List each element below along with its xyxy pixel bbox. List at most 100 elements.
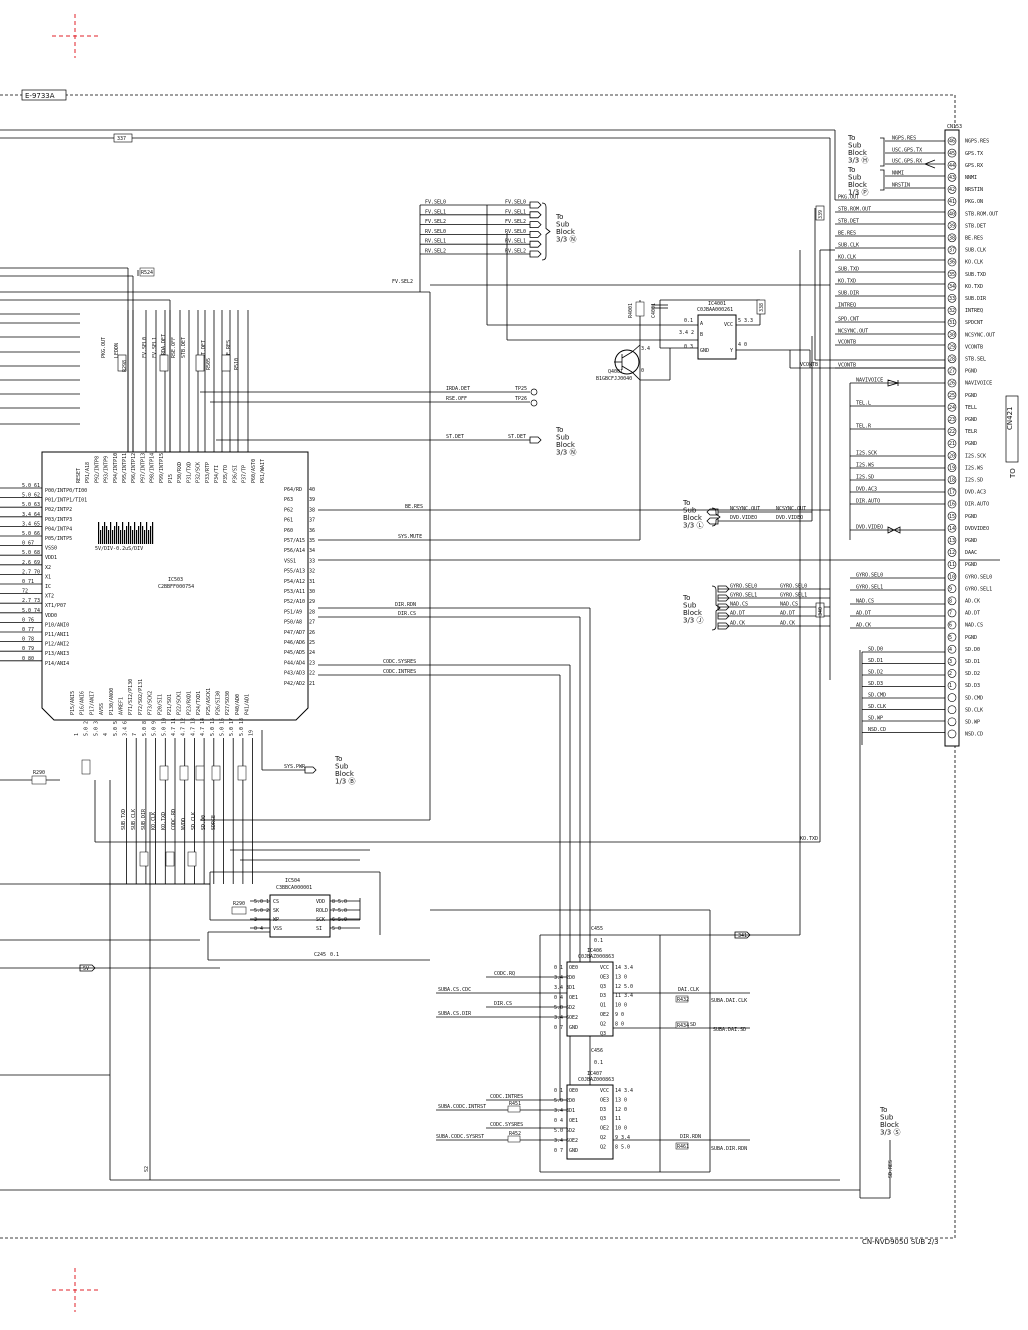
ic503-top-pin-label: P96/INTP12 — [131, 453, 137, 483]
ic503-top-pin-label: P34/TI — [214, 465, 220, 483]
suba-dai-clk-label: SUBA.DAI.CLK — [711, 998, 747, 1004]
ic504-left-pin: SK — [273, 908, 279, 914]
connector-pin-number: 23 — [949, 417, 955, 423]
sys-mute-net-label: SYS.MUTE — [398, 534, 422, 540]
connector-pin-icon — [947, 281, 957, 291]
bottom-net-label: KO.TXD — [161, 812, 167, 830]
connector-pin-number: 13 — [949, 538, 955, 544]
to-sub-block-text: To — [555, 213, 563, 221]
ic407-pins-right-num: 9 3.4 — [615, 1135, 630, 1141]
ic503-right-pin-label: P43/AD3 — [284, 671, 305, 677]
ic406-pins-left-num: 0 1 — [554, 965, 563, 971]
irda-det-label: IRDA.DET — [446, 386, 470, 392]
ic504-right-num: 8 5.0 — [332, 899, 347, 905]
gps-net-label: USC.GPS.RX — [892, 159, 922, 165]
sd-net-label: SD.CMD — [868, 693, 886, 699]
bottom-net-label: SD.D0 — [201, 815, 207, 830]
sd-net-label: SD.D0 — [868, 647, 883, 653]
ic407-pins-left-pin: OE0 — [569, 1088, 578, 1094]
ic503-left-pin-label: VDD0 — [45, 613, 57, 619]
ic406-pins-left-num: 0 7 — [554, 1025, 563, 1031]
codc-intres-label-2: CODC.INTRES — [490, 1094, 523, 1100]
ic503-left-voltage: 3.4 64 — [22, 512, 40, 518]
gps-net-label: NNMI — [892, 171, 904, 177]
ic503-bottom-pin-label: P15/ANI5 — [70, 691, 76, 715]
offsheet-arrow-icon — [717, 585, 730, 593]
top-net-label: PKG.OUT — [101, 337, 107, 358]
connector-pin-icon — [947, 693, 957, 702]
gyro-net-label-cn: AD.DT — [856, 611, 871, 617]
connector-pin-net: KO.TXD — [965, 284, 983, 290]
connector-pin-number: 19 — [949, 465, 955, 471]
ic406-pins-right-pin: VCC — [600, 965, 609, 971]
connector-pin-icon — [947, 233, 957, 243]
r432-label: R432 — [677, 997, 689, 1003]
ic503-bottom-voltage: 5.0 8 — [142, 721, 148, 736]
connector-pin-net: I2S.SCK — [965, 453, 986, 459]
ic406-pins-left-num: 3.4 6 — [554, 1015, 569, 1021]
codc-intres-net-label: CODC.INTRES — [383, 669, 416, 675]
to-sub-block-text: To — [682, 594, 690, 602]
ic4001-pin-vcc: VCC — [724, 322, 733, 328]
ic503-right-pin-label: P56/A14 — [284, 548, 305, 554]
connector-pin-icon — [947, 257, 957, 267]
connector-pin-number: 17 — [949, 490, 955, 496]
connector-pin-number: 16 — [949, 502, 955, 508]
connector-pin-icon — [947, 729, 957, 739]
dvdvideo-bidir-icon — [887, 526, 901, 534]
suba-codc-sysrst-label: SUBA.CODC.SYSRST — [436, 1134, 484, 1140]
connector-pin-icon — [947, 656, 957, 666]
ic503-bottom-pin-label: P23/RXD1 — [186, 691, 192, 715]
connector-pin-number: 36 — [949, 260, 955, 266]
ic503-bottom-voltage: 1 — [74, 733, 80, 736]
audio-buffer-wiring: 341 CODC.RQ DIR.CS SUBA.CS.CDC SUBA.CS.D… — [430, 250, 801, 1173]
ic503-right-pin-label: P44/AD4 — [284, 660, 305, 666]
ic503-left-pin-label: P05/INTP5 — [45, 536, 72, 542]
sd-net-label: SD.D1 — [868, 658, 883, 664]
fv-net-label-right: RV.SEL0 — [505, 229, 526, 235]
gyro-net-label-right: GYRO.SEL0 — [780, 584, 807, 590]
ic503-right-pin-number: 26 — [309, 630, 315, 636]
ic503-left-pin-label: X1 — [45, 574, 51, 580]
to-sub-block-text: 3/3 Ⓢ — [880, 1129, 901, 1137]
to-sub-block-text: Block — [848, 181, 868, 189]
fv-net-label-left: FV.SEL1 — [425, 209, 446, 215]
connector-pin-number: 4 — [949, 647, 952, 653]
ic503-left-voltage: 5.0 68 — [22, 550, 40, 556]
connector-pin-net: NGPS.RES — [965, 139, 989, 145]
right-bus-net-label: VCONTB — [838, 363, 856, 369]
right-bus-net-label: STB.DET — [838, 219, 859, 225]
ic406-pins-left-num: 3.4 2 — [554, 975, 569, 981]
connector-pin-number: 26 — [949, 381, 955, 387]
audio-net-label: TEL.L — [856, 401, 871, 407]
connector-pin-number: 46 — [949, 139, 955, 145]
to-sub-block-text: To — [847, 166, 855, 174]
gps-rx-arrow-icon — [924, 159, 936, 169]
board-tag-text: E-9733A — [25, 92, 55, 100]
ic503-bottom-voltage: 5.0 10 — [161, 718, 167, 736]
connector-pin-net: AD.DT — [965, 611, 980, 617]
connector-pin-number: 21 — [949, 441, 955, 447]
ic503-ref: IC503 — [168, 577, 183, 583]
ic503-left-voltage: 0 67 — [22, 541, 34, 547]
ic503-bottom-pin-label: P22/SCK1 — [177, 691, 183, 715]
ic407-pins-right-num: 14 3.4 — [615, 1088, 633, 1094]
ic503-right-pin-label: VSS1 — [284, 558, 296, 564]
ic406-ref: IC406 — [587, 948, 602, 954]
sys-pwr-net: SYS.PWR — [261, 730, 317, 774]
connector-pin-icon — [947, 148, 957, 158]
sd-net-label: SD.CLK — [868, 704, 886, 710]
connector-pin-net: DVDVIDEO — [965, 526, 989, 532]
connector-pin-icon — [947, 185, 957, 194]
gps-net-label: NRSTIN — [892, 183, 910, 189]
gyro-net-label-cn: GYRO.SEL0 — [856, 573, 883, 579]
q4001-v2: 0 — [641, 368, 644, 374]
ic503-left-voltage: 3.4 65 — [22, 521, 40, 527]
q4001-ref: Q4001 — [608, 369, 623, 375]
top-net-label: RSE.OFF — [171, 337, 177, 358]
connector-pin-number: 6 — [949, 623, 952, 629]
fv-net-label-left: RV.SEL1 — [425, 239, 446, 245]
